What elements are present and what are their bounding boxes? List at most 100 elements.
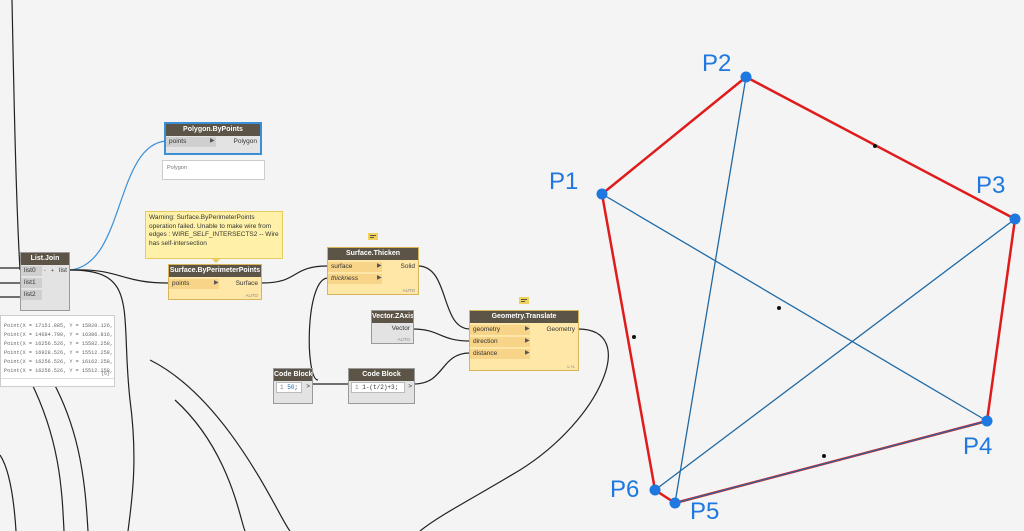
toggle-bubble-icon[interactable] [368,233,378,241]
list-count: {6} [100,371,110,377]
tooltip-pointer [212,259,220,263]
polygon-preview [596,71,1021,509]
point-marker [669,497,681,509]
wire [412,328,471,342]
input-port-surface[interactable]: surface [328,262,382,272]
point-marker [1009,213,1021,225]
remove-input-button[interactable]: - [44,268,46,274]
node-list-join[interactable]: List.Join list0 - + list list1 list2 [20,252,70,311]
input-port-distance[interactable]: distance [470,349,530,359]
point-marker [649,484,661,496]
preview-bubble: Polygon [162,160,265,180]
port-arrow-icon: ▶ [214,280,219,286]
node-title: Polygon.ByPoints [166,124,260,136]
input-port-thickness[interactable]: thickness [328,274,382,284]
output-port-vector[interactable]: Vector [391,325,410,332]
node-title: Vector.ZAxis [372,311,413,323]
port-arrow-icon: ▶ [377,263,382,269]
lacing-label: AUTO [245,293,258,298]
wire [149,359,291,531]
wire [11,0,21,271]
node-polygon-by-points[interactable]: Polygon.ByPoints points ▶ Polygon [164,122,262,155]
wire [419,328,609,531]
wire [29,379,65,531]
input-port-list0[interactable]: list0 [21,266,42,276]
toggle-bubble-icon[interactable] [519,297,529,305]
wire [174,399,246,531]
wire [0,454,17,531]
node-title: Geometry.Translate [470,311,578,323]
node-code-block-2[interactable]: Code Block 1 1-(t/2)+3; > [348,368,415,404]
stray-dot [777,306,781,310]
node-title: Code Block [349,369,414,381]
node-geometry-translate[interactable]: Geometry.Translate geometry ▶ direction … [469,310,579,371]
diagonal-line [674,420,988,504]
output-port-polygon[interactable]: Polygon [233,138,258,145]
point-label-p2: P2 [702,50,732,77]
point-label-p6: P6 [610,476,640,503]
port-arrow-icon: ▶ [525,338,530,344]
input-port-list2[interactable]: list2 [21,290,42,300]
wire [69,269,135,531]
point-label-p4: P4 [963,433,993,460]
point-label-p5: P5 [690,498,720,525]
point-label-p3: P3 [976,172,1006,199]
input-port-direction[interactable]: direction [470,337,530,347]
point-marker [981,415,993,427]
node-surface-by-perimeter-points[interactable]: Surface.ByPerimeterPoints points ▶ Surfa… [168,264,262,300]
diagonal-line [654,218,1016,491]
list-item: Point(X = 14684.790, Y = 16386.816, [4,332,113,338]
diagonal-line [601,193,988,422]
input-port-geometry[interactable]: geometry [470,325,530,335]
port-arrow-icon: ▶ [210,138,215,144]
output-port-solid[interactable]: Solid [400,263,415,270]
point-marker [740,71,752,83]
wire [413,352,471,385]
stray-dot [632,335,636,339]
port-arrow-icon: ▶ [525,326,530,332]
node-title: Surface.ByPerimeterPoints [169,265,261,277]
list-item: Point(X = 16256.526, Y = 15582.258, [4,341,113,347]
node-surface-thicken[interactable]: Surface.Thicken surface ▶ thickness ▶ So… [327,247,419,295]
wire [308,277,329,381]
output-port-surface[interactable]: Surface [235,280,258,287]
code-text: 1-(t/2)+3; [362,384,399,391]
port-arrow-icon: ▶ [377,275,382,281]
output-port-geometry[interactable]: Geometry [546,326,575,333]
wire [261,265,329,284]
list-item: Point(X = 16256.526, Y = 15512.258, [4,368,113,374]
polygon-outline [600,75,1017,505]
stray-dot [873,144,877,148]
node-title: Surface.Thicken [328,248,418,260]
diagonal-line [674,76,747,504]
code-editor[interactable]: 1 1-(t/2)+3; [351,382,405,393]
line-number: 1 [280,384,284,391]
lacing-label: AUTO [397,337,410,342]
lacing-label: L+L [567,364,575,369]
list-item: Point(X = 17151.885, Y = 15920.126, [4,323,113,329]
input-port-points[interactable]: points [169,279,219,289]
wire [69,140,167,271]
input-port-points[interactable]: points [166,137,216,147]
list-item: Point(X = 16256.526, Y = 16162.258, [4,359,113,365]
output-port-list[interactable]: list [59,267,67,274]
list-item: Point(X = 16928.526, Y = 15512.258, [4,350,113,356]
input-port-list1[interactable]: list1 [21,278,42,288]
node-vector-zaxis[interactable]: Vector.ZAxis Vector AUTO [371,310,414,344]
output-port[interactable]: > [306,383,310,390]
node-code-block-1[interactable]: Code Block 1 50; > [273,368,313,404]
add-input-button[interactable]: + [51,268,54,274]
lacing-label: AUTO [402,288,415,293]
list-preview[interactable]: Point(X = 17151.885, Y = 15920.126, Poin… [0,315,115,387]
output-port[interactable]: > [408,383,412,390]
stray-dot [822,454,826,458]
code-editor[interactable]: 1 50; [276,382,302,393]
point-label-p1: P1 [549,168,579,195]
node-title: List.Join [21,253,69,265]
warning-tooltip: Warning: Surface.ByPerimeterPoints opera… [145,211,283,259]
line-number: 1 [355,384,359,391]
wire [69,269,169,284]
point-marker [596,188,608,200]
